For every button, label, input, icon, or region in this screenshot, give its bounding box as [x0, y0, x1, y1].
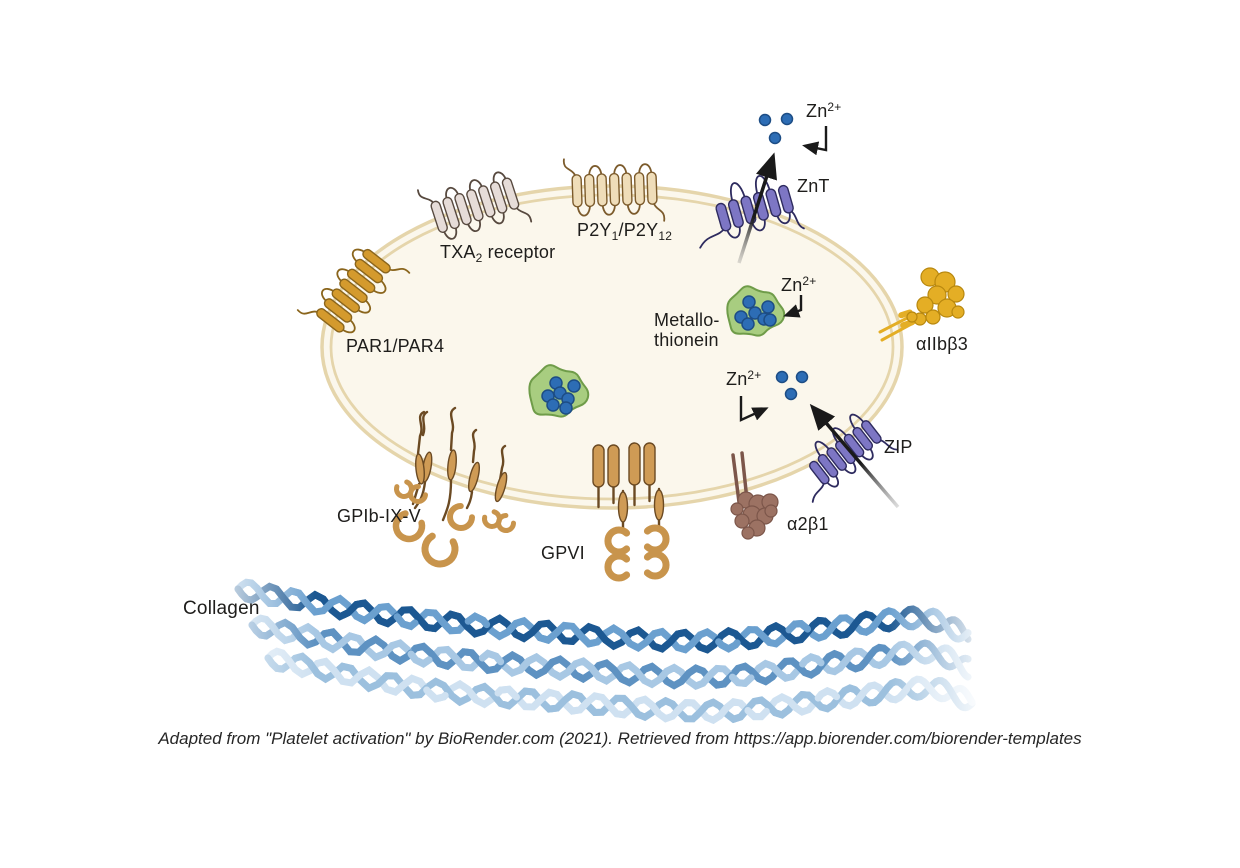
integrin-a2b1: [730, 451, 779, 540]
zinc-ions-znt: [758, 112, 794, 145]
label-aiibb3: αIIbβ3: [916, 334, 968, 354]
collagen-fibers: [234, 578, 976, 725]
label-zn-zip: Zn2+: [726, 368, 762, 389]
label-txa2-receptor: TXA2 receptor: [440, 242, 556, 265]
receptor-gpvi: [592, 442, 670, 582]
integrin-aiibb3: [878, 267, 965, 342]
zinc-ions-zip: [775, 370, 809, 401]
label-znt: ZnT: [797, 176, 830, 196]
label-par1-par4: PAR1/PAR4: [346, 336, 445, 356]
collagen-fade: [200, 572, 988, 717]
zinc-arrows: [737, 126, 900, 509]
label-p2y1-p2y12: P2Y1/P2Y12: [577, 220, 673, 243]
label-gpib-ix-v: GPIb-IX-V: [337, 506, 421, 526]
receptor-txa2: [417, 171, 533, 240]
caption-attribution: Adapted from "Platelet activation" by Bi…: [158, 729, 1082, 748]
label-collagen: Collagen: [183, 598, 260, 619]
transporter-zip: [809, 413, 899, 503]
label-zn-znt: Zn2+: [806, 100, 842, 121]
label-zip: ZIP: [884, 437, 913, 457]
receptor-p2y1-p2y12: [562, 158, 666, 222]
metallothionein-center: [528, 364, 590, 418]
label-gpvi: GPVI: [541, 543, 585, 563]
label-a2b1: α2β1: [787, 514, 829, 534]
label-metallothionein: Metallo-thionein: [654, 310, 720, 350]
metallothionein-membrane: [726, 285, 786, 337]
receptor-par1-par4: [296, 248, 411, 334]
label-zn-metallothionein: Zn2+: [781, 274, 817, 295]
receptor-gpib-ix-v: [392, 406, 516, 568]
